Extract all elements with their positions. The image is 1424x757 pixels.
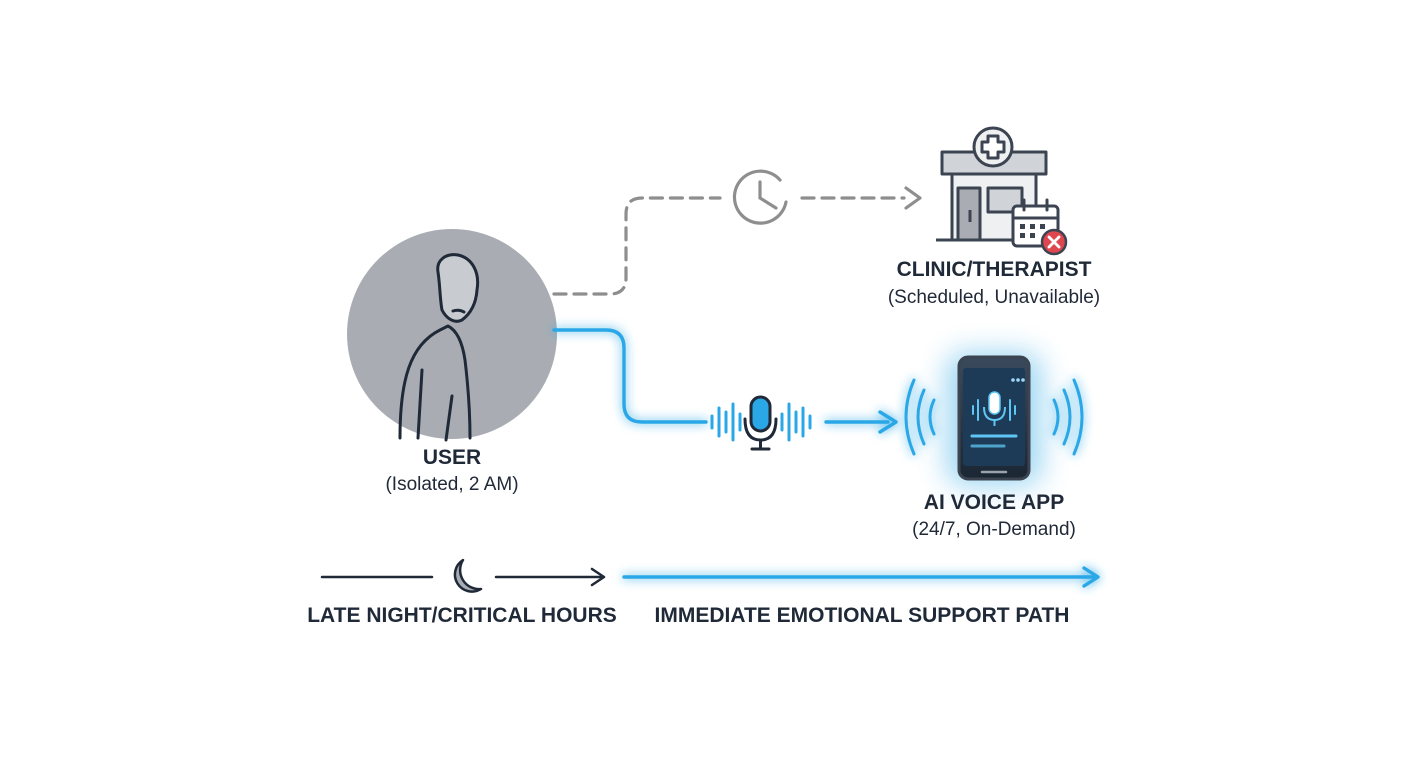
clinic-subtitle: (Scheduled, Unavailable) (888, 287, 1100, 308)
ai-app-subtitle: (24/7, On-Demand) (912, 519, 1076, 540)
user-title: USER (423, 446, 481, 469)
clock-icon (732, 169, 788, 225)
clinic-title: CLINIC/THERAPIST (897, 258, 1092, 281)
user-subtitle: (Isolated, 2 AM) (385, 474, 518, 495)
sound-wave-right (780, 402, 812, 442)
person-icon (398, 253, 480, 442)
scheduled-path-arrowhead (904, 186, 922, 210)
microphone-icon (743, 395, 778, 451)
user-circle (347, 229, 557, 439)
moon-icon (453, 558, 483, 593)
signal-waves-icon (904, 378, 1084, 456)
phone-icon (946, 352, 1042, 486)
ai-app-title: AI VOICE APP (924, 491, 1064, 514)
user-node (347, 229, 557, 442)
scheduled-path (552, 196, 906, 296)
support-path-caption: IMMEDIATE EMOTIONAL SUPPORT PATH (655, 604, 1070, 627)
ai-path (552, 328, 898, 434)
sound-wave-left (710, 402, 742, 442)
calendar-x-icon (1011, 198, 1068, 256)
late-night-timeline (320, 567, 606, 587)
late-night-caption: LATE NIGHT/CRITICAL HOURS (307, 604, 617, 627)
support-timeline (622, 566, 1100, 588)
